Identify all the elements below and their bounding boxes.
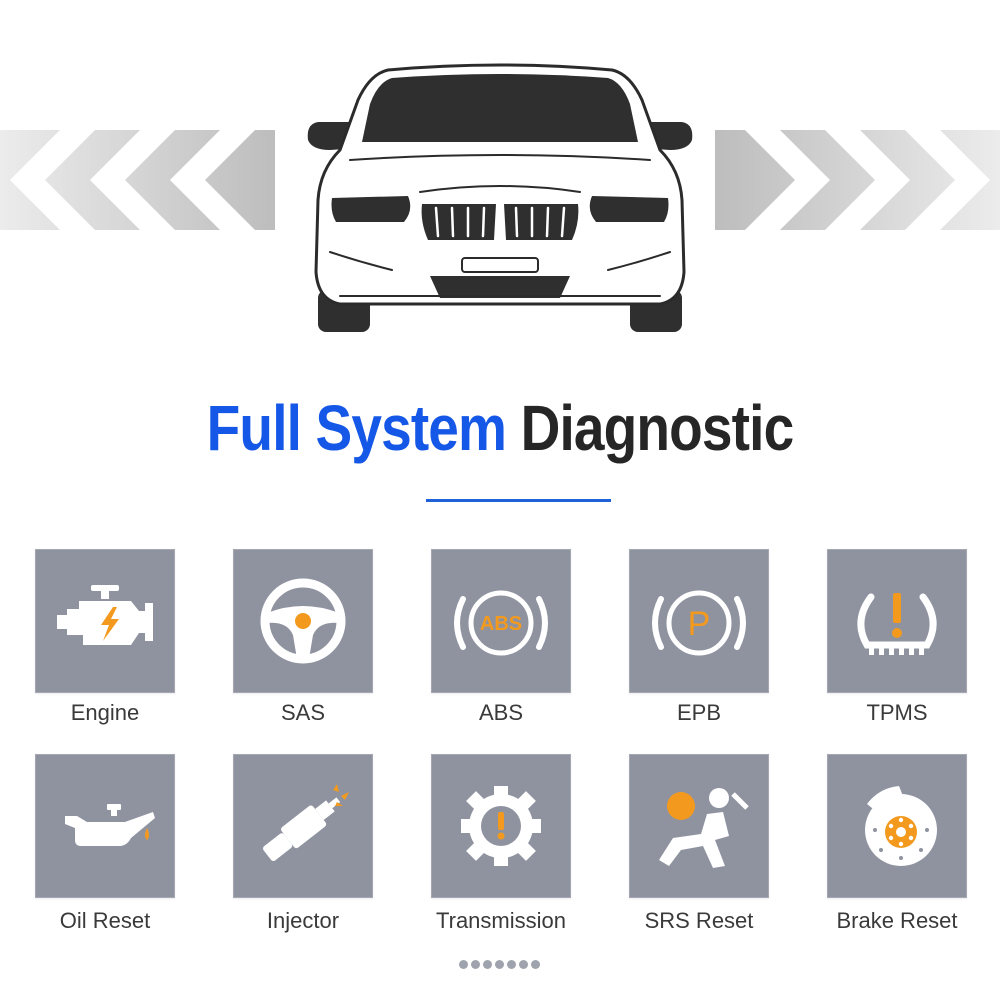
title-highlight: Full System — [206, 392, 507, 464]
feature-tile-engine[interactable] — [35, 549, 175, 693]
feature-label: TPMS — [866, 700, 928, 725]
feature-label: Brake Reset — [836, 908, 958, 933]
feature-label: Injector — [266, 908, 340, 933]
feature-tile-tpms[interactable] — [827, 549, 967, 693]
feature-tile-injector[interactable] — [233, 754, 373, 898]
feature-tile-epb[interactable]: P — [629, 549, 769, 693]
engine-icon — [57, 585, 153, 645]
gear-warning-icon — [461, 786, 541, 866]
carousel-dot[interactable] — [519, 960, 528, 969]
parking-brake-icon: P — [652, 590, 746, 656]
epb-icon-text: P — [688, 605, 711, 643]
carousel-dot[interactable] — [483, 960, 492, 969]
title-rest: Diagnostic — [520, 392, 795, 464]
tire-pressure-icon — [857, 593, 937, 655]
title-underline — [426, 499, 611, 502]
feature-tile-brake-reset[interactable] — [827, 754, 967, 898]
feature-tile-srs-reset[interactable] — [629, 754, 769, 898]
feature-tile-transmission[interactable] — [431, 754, 571, 898]
hero-illustration — [0, 63, 1000, 332]
brake-disc-icon — [865, 786, 937, 866]
airbag-icon — [659, 788, 749, 868]
feature-tile-sas[interactable] — [233, 549, 373, 693]
feature-tile-abs[interactable]: ABS — [431, 549, 571, 693]
carousel-dot[interactable] — [471, 960, 480, 969]
car-icon — [307, 63, 693, 332]
carousel-dot[interactable] — [495, 960, 504, 969]
feature-label: ABS — [478, 700, 524, 725]
carousel-dot[interactable] — [459, 960, 468, 969]
page-title: Full System Diagnostic — [70, 388, 930, 468]
feature-label: Transmission — [436, 908, 566, 933]
abs-icon: ABS — [454, 590, 548, 656]
chevron-band-left — [0, 130, 275, 230]
feature-label: EPB — [676, 700, 722, 725]
feature-tile-oil-reset[interactable] — [35, 754, 175, 898]
oil-can-icon — [65, 804, 155, 846]
feature-label: SAS — [280, 700, 326, 725]
carousel-dot[interactable] — [507, 960, 516, 969]
hero-banner — [0, 0, 1000, 360]
feature-label: Oil Reset — [59, 908, 151, 933]
feature-label: SRS Reset — [644, 908, 754, 933]
abs-icon-text: ABS — [480, 613, 522, 635]
steering-wheel-icon — [260, 578, 346, 664]
injector-icon — [263, 784, 349, 861]
chevron-band-right — [715, 130, 1000, 230]
carousel-dot[interactable] — [531, 960, 540, 969]
feature-label: Engine — [70, 700, 140, 725]
